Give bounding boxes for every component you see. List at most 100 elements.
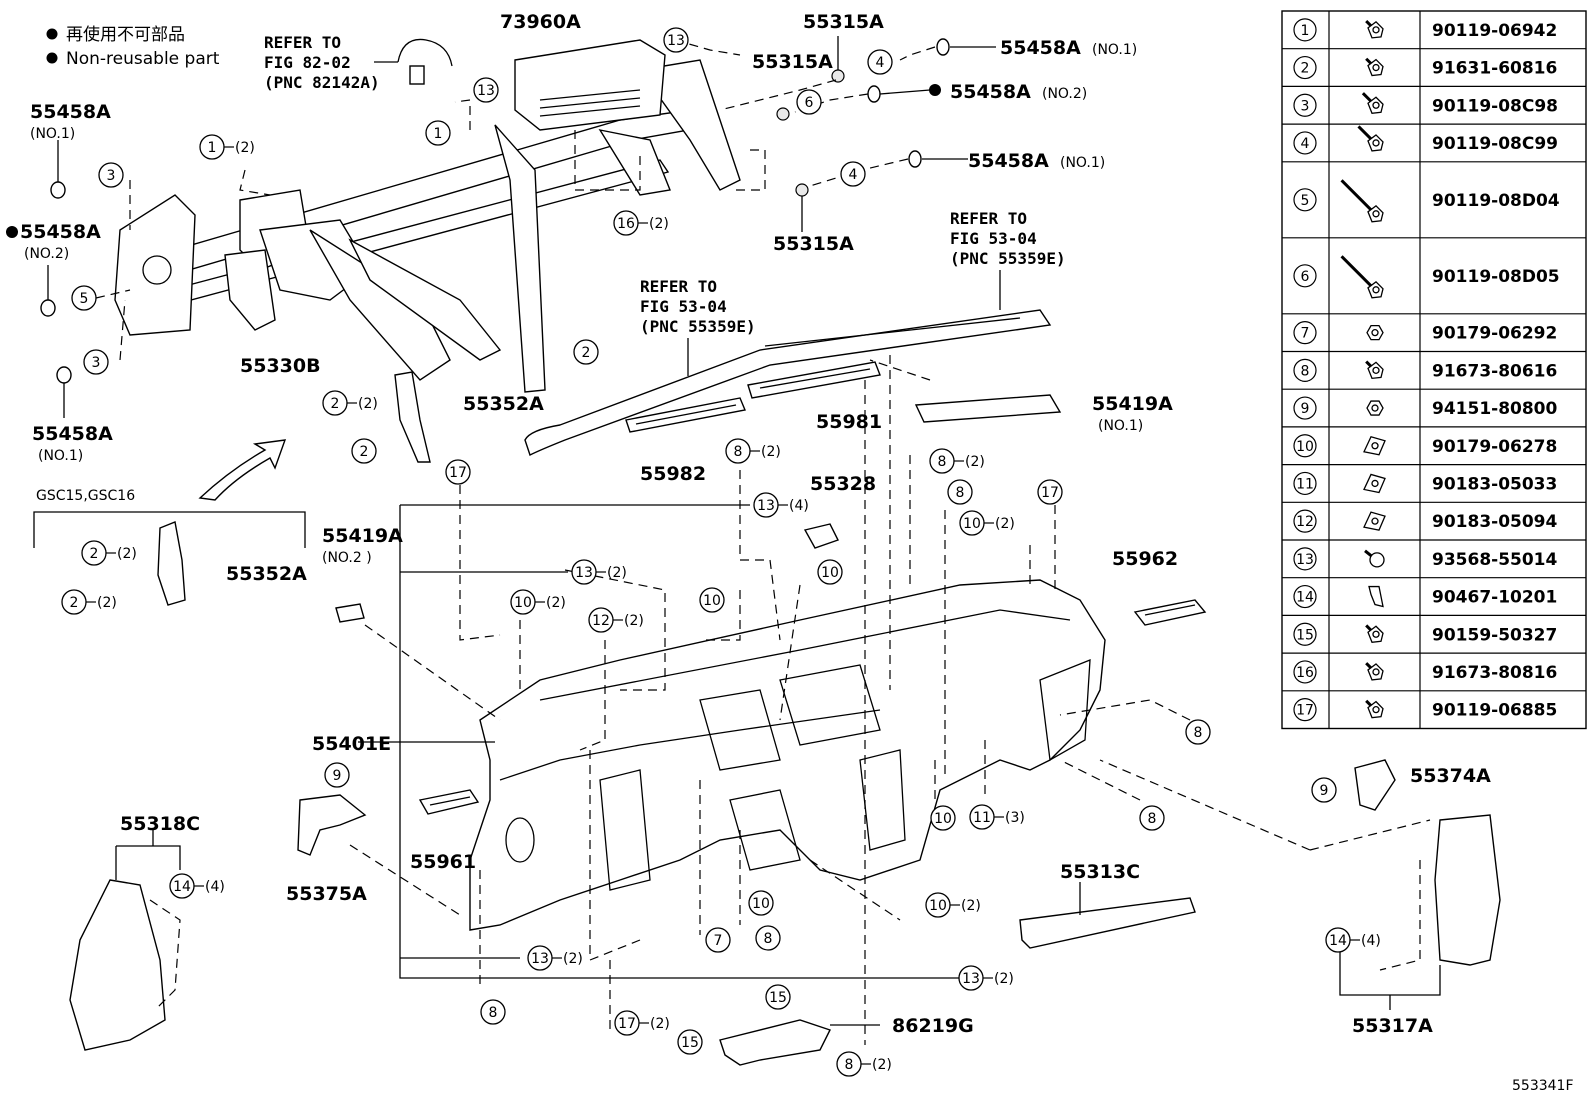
table-part-number: 93568-55014 [1432, 550, 1558, 570]
refer-line: (PNC 55359E) [640, 317, 756, 336]
callout-8: 8 [480, 999, 506, 1025]
airbag-module-73960A [514, 39, 666, 131]
bracket-55375A [297, 794, 367, 856]
callout-qty: (2) [117, 546, 137, 562]
callout-8: 8(2) [929, 448, 985, 474]
callout-1: 1 [425, 120, 451, 146]
callout-number: 1 [208, 140, 217, 156]
table-ref-number: 1 [1301, 23, 1310, 39]
side-cover-55318C [69, 830, 181, 1051]
legend: 再使用不可部品 Non-reusable part [46, 24, 220, 69]
part-label: 55374A [1410, 765, 1491, 787]
callout-number: 2 [331, 396, 340, 412]
callout-number: 13 [575, 565, 593, 581]
refer-line: (PNC 55359E) [950, 249, 1066, 268]
callout-2: 2 [573, 339, 599, 365]
bolt-medium-icon [1361, 92, 1384, 114]
table-part-number: 90119-08C99 [1432, 134, 1558, 154]
table-part-number: 90183-05033 [1432, 474, 1557, 494]
table-ref-number: 2 [1301, 61, 1310, 77]
bracket-86219G [719, 1019, 880, 1066]
callout-10: 10 [699, 587, 725, 613]
part-label: 55317A [1352, 1015, 1433, 1037]
callout-number: 2 [70, 595, 79, 611]
callout-number: 15 [769, 990, 787, 1006]
part-labels: 73960A 55315A 55315A 55315A 55458A (NO.1… [6, 11, 1574, 1094]
table-ref-number: 13 [1296, 552, 1314, 568]
callout-number: 10 [752, 896, 770, 912]
table-part-number: 90119-08D05 [1432, 267, 1560, 287]
callout-number: 8 [1148, 811, 1157, 827]
callout-qty: (2) [546, 595, 566, 611]
dash-pad-strip [524, 309, 1052, 456]
callout-number: 13 [757, 498, 775, 514]
callout-number: 3 [107, 168, 116, 184]
clip-icon [1368, 585, 1384, 608]
callout-qty: (2) [358, 396, 378, 412]
callout-number: 17 [449, 465, 467, 481]
callout-number: 16 [617, 216, 635, 232]
bolt-washer-icon [1365, 662, 1384, 681]
non-reusable-bullet-icon [46, 52, 58, 64]
table-ref-number: 5 [1301, 193, 1310, 209]
bolt-washer-icon [1365, 360, 1384, 380]
bolt-flange-short-icon [1365, 699, 1384, 719]
pad-55419A-no2 [335, 603, 365, 623]
callout-number: 17 [1041, 485, 1059, 501]
figure-id: 553341F [1512, 1078, 1574, 1094]
legend-jp: 再使用不可部品 [66, 24, 185, 45]
callout-number: 13 [667, 33, 685, 49]
callout-number: 9 [1320, 783, 1329, 799]
part-label: 55961 [410, 851, 476, 873]
callout-number: 1 [434, 126, 443, 142]
callout-number: 6 [805, 95, 814, 111]
table-part-number: 90119-06942 [1432, 21, 1557, 41]
part-label: 55458A [968, 150, 1049, 172]
variant-box: GSC15,GSC16 [33, 439, 306, 548]
callout-15: 15 [765, 984, 791, 1010]
table-ref-number: 9 [1301, 401, 1310, 417]
callout-number: 14 [1329, 933, 1347, 949]
bolt-extra-long-icon [1340, 179, 1384, 223]
callout-7: 7 [705, 927, 731, 953]
dashed-leaders-panel [349, 355, 1431, 1045]
panel-55981 [747, 361, 881, 399]
callouts: 1(2)122(2)22(2)2(2)33445678(2)8(2)888888… [61, 27, 1381, 1077]
refer-note-82-02: REFER TO FIG 82-02 (PNC 82142A) [264, 33, 453, 92]
callout-10: 10(2) [925, 892, 981, 918]
callout-10: 10 [817, 559, 843, 585]
callout-qty: (4) [1361, 933, 1381, 949]
callout-number: 5 [80, 291, 89, 307]
part-label: 55401E [312, 733, 391, 755]
callout-8: 8 [1185, 719, 1211, 745]
callout-3: 3 [98, 162, 124, 188]
callout-2: 2(2) [81, 540, 137, 566]
part-label: 55982 [640, 463, 706, 485]
bolt-flange-short-icon [1365, 19, 1384, 39]
direction-arrow-icon [198, 439, 287, 501]
reinforcement-frame-55330B [114, 59, 741, 393]
qualifier: (NO.1) [1092, 42, 1137, 58]
screw-icon [1364, 549, 1385, 568]
callout-number: 8 [734, 444, 743, 460]
callout-number: 10 [929, 898, 947, 914]
part-label: 55419A [1092, 393, 1173, 415]
qualifier: (NO.2 ) [322, 550, 372, 566]
callout-2: 2 (2) [322, 390, 378, 416]
bracket-55352A-variant [157, 521, 186, 606]
callout-13: 13(2) [571, 559, 627, 585]
part-label: 55352A [226, 563, 307, 585]
callout-17: 17 (2) [614, 1010, 670, 1036]
table-part-number: 94151-80800 [1432, 399, 1558, 419]
callout-number: 17 [618, 1016, 636, 1032]
panel-55982 [625, 397, 746, 433]
callout-qty: (2) [650, 1016, 670, 1032]
callout-4: 4 [867, 49, 893, 75]
non-reusable-bullet-icon [46, 28, 58, 40]
callout-number: 10 [821, 565, 839, 581]
